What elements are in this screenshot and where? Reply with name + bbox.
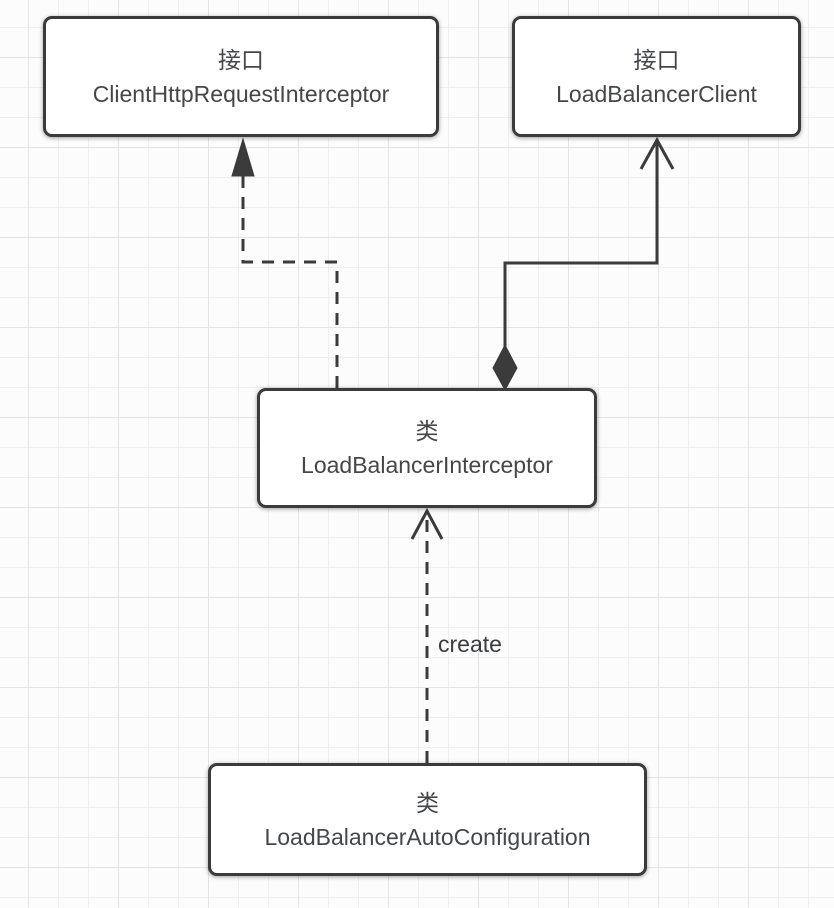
node-load-balancer-client[interactable]: 接口 LoadBalancerClient (512, 16, 801, 137)
node-stereotype: 接口 (218, 46, 264, 73)
node-load-balancer-interceptor[interactable]: 类 LoadBalancerInterceptor (257, 388, 597, 508)
edge-interceptor-implements-clienthttprequestinterceptor[interactable] (231, 137, 339, 388)
edge-line[interactable] (503, 141, 659, 347)
open-arrowhead (639, 136, 675, 170)
node-stereotype: 类 (416, 789, 439, 816)
filled-triangle-arrowhead (231, 137, 255, 177)
node-stereotype: 接口 (633, 46, 680, 73)
node-name: ClientHttpRequestInterceptor (92, 80, 390, 107)
node-name: LoadBalancerClient (556, 80, 757, 107)
edge-label-create: create (438, 631, 502, 657)
open-arrowhead (410, 507, 444, 540)
edge-interceptor-composition-loadbalancerclient[interactable] (492, 136, 675, 392)
node-load-balancer-auto-configuration[interactable]: 类 LoadBalancerAutoConfiguration (208, 763, 647, 876)
node-name: LoadBalancerAutoConfiguration (264, 823, 591, 850)
edge-line[interactable] (241, 176, 339, 388)
node-stereotype: 类 (415, 418, 439, 444)
node-client-http-request-interceptor[interactable]: 接口 ClientHttpRequestInterceptor (43, 16, 439, 137)
node-name: LoadBalancerInterceptor (301, 452, 553, 478)
filled-diamond-marker (492, 343, 518, 392)
